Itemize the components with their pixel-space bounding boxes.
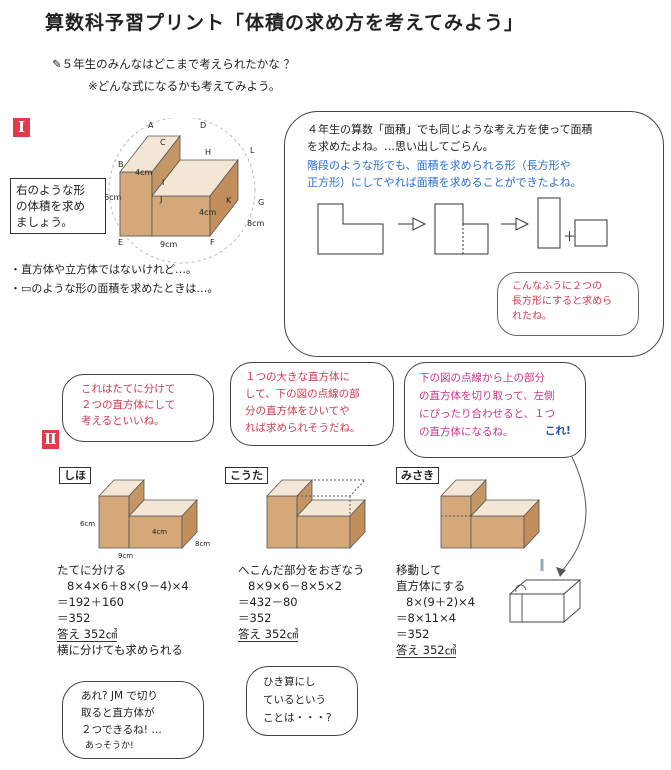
dim-6cm: 6cm [104,193,122,202]
dim-label: 9cm [118,552,134,560]
inner-line: こんなふうに２つの [512,281,602,292]
kouta-work: へこんだ部分をおぎなう 8×9×6－8×5×2 ＝432－80 ＝352 答え … [238,562,365,642]
dim-8cm: 8cm [247,219,265,228]
bubble-line: 考えるといいね。 [81,415,165,427]
section-1-mark: Ⅰ [13,118,30,137]
label-k: K [226,196,232,205]
note-2: ・▭のような形の面積を求めたときは…。 [10,282,219,295]
answer: 答え 352㎤ [57,627,118,642]
inner-bubble: こんなふうに２つの 長方形にすると求めら れたね。 [497,272,639,336]
question-line: 右のような形 [16,183,85,197]
dim-4cm-side: 4cm [199,208,217,217]
bubble-line: これはたてに分けて [81,383,176,395]
shiho-work: たてに分ける 8×4×6＋8×(9－4)×4 ＝192＋160 ＝352 答え … [57,562,189,658]
calc-line: 8×4×6＋8×(9－4)×4 [67,579,189,593]
bubble-bottom-left: あれ? JM で切り 取ると直方体が ２つできるね! … あっそうか! [62,681,204,759]
method: へこんだ部分をおぎなう [238,563,365,577]
plus-sign: ＋ [563,230,577,245]
bubble-line: ２つの直方体にして [81,399,176,411]
bubble-line: １つの大きな直方体に [245,371,350,383]
method: 移動して [396,563,442,577]
misaki-kore: これ! [545,425,571,437]
answer: 答え 352㎤ [238,627,299,642]
student-name-misaki: みさき [396,467,439,484]
figure-misaki [440,478,540,550]
label-e: E [118,238,124,247]
area-shapes [317,197,608,255]
calc-line: ＝352 [396,627,430,641]
misaki-work: 移動して 直方体にする 8×(9＋2)×4 ＝8×11×4 ＝352 答え 35… [396,562,475,658]
bubble-line-highlight: 階段のような形でも、面積を求められる形（長方形や [307,159,571,172]
student-name-kouta: こうた [225,467,268,484]
bubble-kouta: １つの大きな直方体に して、下の図の点線の部 分の直方体をひいてや れば求められ… [230,362,394,446]
intro-note: ※どんな式になるかも考えてみよう。 [88,79,281,93]
question-line: の体積を求め [16,199,85,213]
dim-4cm-top: 4cm [135,168,153,177]
calc-line: 8×(9＋2)×4 [406,595,476,609]
bubble-line: ことは・・・? [263,712,332,724]
answer: 答え 352㎤ [396,643,457,658]
section-2-mark: Ⅱ [42,430,59,449]
label-l: L [250,146,255,155]
dim-label: 4cm [152,528,168,536]
bubble-line-highlight: 正方形）にしてやれば面積を求めることができたよね。 [307,176,582,189]
label-d: D [200,121,207,130]
bubble-line: あっそうか! [85,741,134,751]
bubble-line: を求めたよね。…思い出してごらん。 [307,140,494,153]
bubble-line: 分の直方体をひいてや [245,405,350,417]
dim-label: 8cm [195,540,211,548]
inner-line: れたね。 [512,311,552,322]
section-1-question: 右のような形 の体積を求め ましょう。 [10,178,106,234]
calc-line: ＝352 [238,611,272,625]
bubble-bottom-center: ひき算にし ているという ことは・・・? [246,666,358,736]
bubble-line: の直方体を切り取って、左側 [419,390,555,402]
bubble-line: ２つできるね! … [81,724,162,736]
label-f: F [210,238,215,247]
bubble-line: 下の図の点線から上の部分 [419,372,545,384]
calc-line: 8×9×6－8×5×2 [248,579,342,593]
bubble-line: あれ? JM で切り [81,690,158,702]
bubble-shiho: これはたてに分けて ２つの直方体にして 考えるといいね。 [62,374,214,442]
calc-line: ＝352 [57,611,91,625]
bubble-line: ているという [263,694,326,706]
label-g: G [258,198,265,207]
calc-line: ＝8×11×4 [396,611,457,625]
calc-line: ＝192＋160 [57,595,124,609]
bubble-line: ひき算にし [263,676,316,688]
note-1: ・直方体や立方体ではないけれど…。 [10,263,197,276]
bubble-line: にぴったり合わせると、１つ [419,408,556,420]
student-name-shiho: しほ [59,467,91,484]
dim-label: 6cm [80,520,96,528]
label-b: B [118,160,124,169]
dim-9cm: 9cm [160,240,178,249]
method: たてに分ける [57,563,126,577]
cuboid-result [508,579,582,623]
figure-kouta [266,478,367,550]
bubble-line: の直方体になるね。 [419,426,514,438]
label-c: C [160,138,166,147]
bubble-misaki: 下の図の点線から上の部分 の直方体を切り取って、左側 にぴったり合わせると、１つ… [404,362,586,458]
calc-line: ＝432－80 [238,595,298,609]
pointer-arrow [540,456,587,577]
bubble-line: して、下の図の点線の部 [245,388,360,400]
label-h: H [205,148,212,157]
inner-line: 長方形にすると求めら [512,296,613,307]
page-title: 算数科予習プリント「体積の求め方を考えてみよう」 [45,12,525,34]
bubble-line: 取ると直方体が [81,707,155,719]
label-j: J [160,195,163,204]
extra-note: 横に分けても求められる [57,643,183,657]
intro-question: ✎５年生のみんなはどこまで考えられたかな ？ [52,57,295,71]
figure-shiho [98,478,198,550]
method-2: 直方体にする [396,579,466,593]
question-line: ましょう。 [16,215,73,229]
bubble-line: れば求められそうだね。 [245,422,361,434]
bubble-line: ４年生の算数「面積」でも同じような考え方を使って面積 [307,123,593,136]
section-1-figure [108,118,256,264]
label-i: I [162,178,165,187]
section-1-bubble: ４年生の算数「面積」でも同じような考え方を使って面積 を求めたよね。…思い出して… [284,111,664,357]
label-a: A [148,121,154,130]
